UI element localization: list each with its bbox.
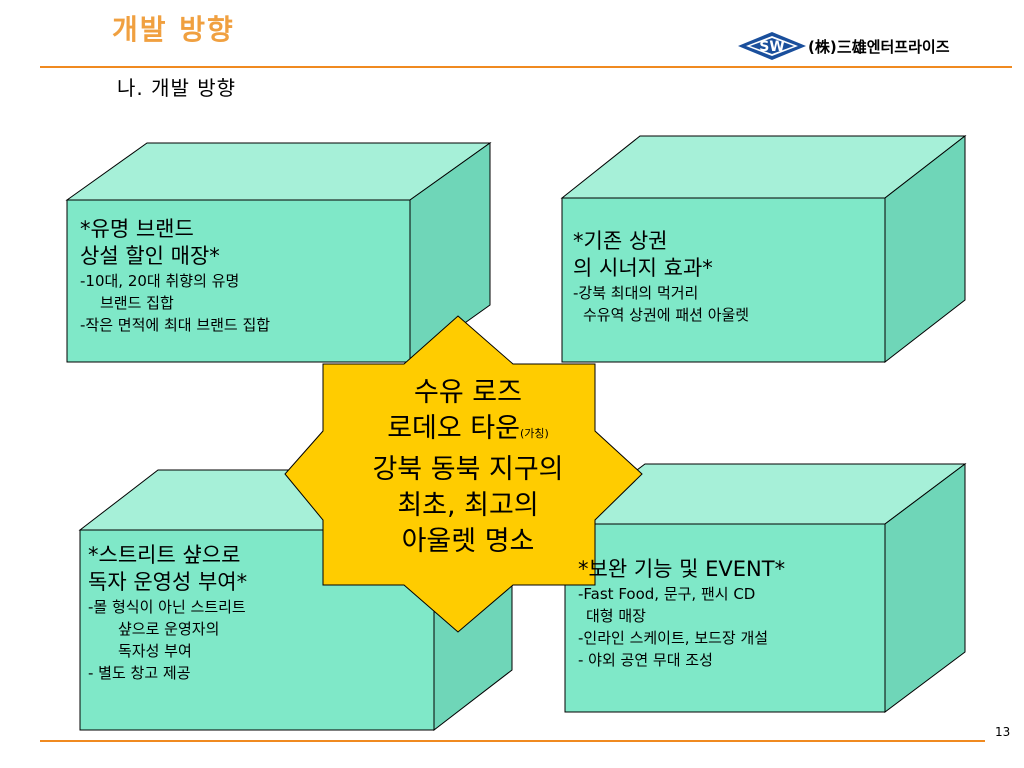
box-body-line: 브랜드 집합 [100, 294, 174, 312]
center-line: 로데오 타운 [387, 413, 520, 444]
center-star-text: 수유 로즈 로데오 타운(가칭) 강북 동북 지구의 최초, 최고의 아울렛 명… [318, 375, 618, 560]
box-bottom-right [563, 463, 967, 713]
logo-mark: SW [759, 39, 785, 55]
box-heading-line: *보완 기능 및 EVENT* [578, 557, 786, 581]
box-body-line: 수유역 상권에 패션 아울렛 [583, 306, 750, 324]
box-heading-line: 독자 운영성 부여* [88, 570, 248, 594]
company-logo: SW [738, 32, 806, 60]
center-line: 최초, 최고의 [397, 490, 539, 521]
box-body-line: - 야외 공연 무대 조성 [578, 651, 713, 669]
slide-title: 개발 방향 [112, 13, 235, 46]
page-number: 13 [995, 725, 1011, 739]
box-body-line: -인라인 스케이트, 보드장 개설 [578, 629, 769, 647]
center-line: 강북 동북 지구의 [372, 454, 564, 485]
center-line: 수유 로즈 [414, 377, 522, 408]
box-text-bottom-right: *보완 기능 및 EVENT* -Fast Food, 문구, 팬시 CD 대형… [578, 556, 785, 671]
box-text-bottom-left: *스트리트 샾으로 독자 운영성 부여* -몰 형식이 아닌 스트리트 샾으로 … [88, 542, 247, 684]
box-body-line: 대형 매장 [586, 607, 646, 625]
box-heading-line: *기존 상권 [573, 229, 668, 253]
box-body-line: -10대, 20대 취향의 유명 [80, 272, 240, 290]
company-name: (株)三雄엔터프라이즈 [808, 38, 950, 56]
box-heading-line: *스트리트 샾으로 [88, 543, 241, 567]
box-text-top-right: *기존 상권 의 시너지 효과* -강북 최대의 먹거리 수유역 상권에 패션 … [573, 228, 749, 326]
section-subtitle: 나. 개발 방향 [117, 76, 237, 100]
box-heading-line: *유명 브랜드 [80, 217, 194, 241]
box-body-line: -작은 면적에 최대 브랜드 집합 [80, 316, 271, 334]
box-heading-line: 의 시너지 효과* [573, 256, 713, 280]
center-note: (가칭) [519, 427, 549, 440]
box-heading-line: 상설 할인 매장* [80, 244, 220, 268]
top-divider [40, 66, 1012, 68]
box-body-line: - 별도 창고 제공 [88, 664, 191, 682]
box-body-line: 독자성 부여 [118, 642, 192, 660]
box-body-line: -Fast Food, 문구, 팬시 CD [578, 585, 756, 603]
box-top-right [560, 134, 967, 364]
bottom-divider [40, 740, 985, 742]
box-body-line: -강북 최대의 먹거리 [573, 284, 699, 302]
box-text-top-left: *유명 브랜드 상설 할인 매장* -10대, 20대 취향의 유명 브랜드 집… [80, 216, 270, 336]
center-line: 아울렛 명소 [401, 526, 535, 557]
box-top-left [65, 142, 492, 363]
box-body-line: -몰 형식이 아닌 스트리트 [88, 598, 246, 616]
box-body-line: 샾으로 운영자의 [118, 620, 220, 638]
center-star [284, 315, 643, 633]
